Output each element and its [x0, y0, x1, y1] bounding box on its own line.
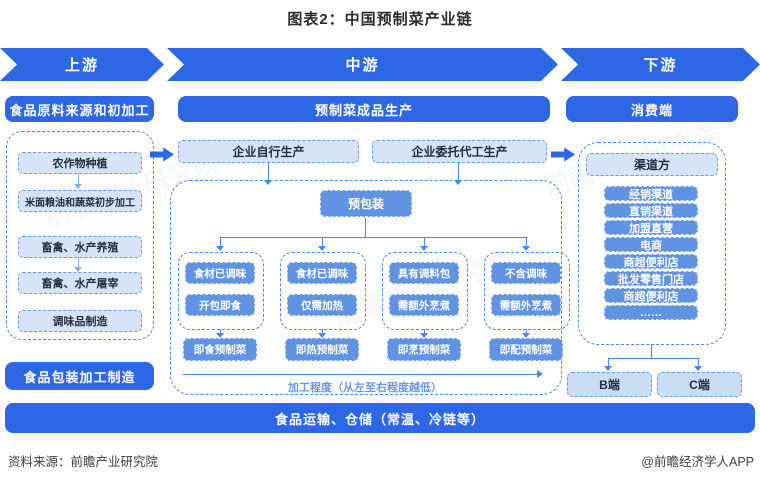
upstream-header: 食品原料来源和初加工	[5, 96, 154, 122]
category-attribute-box: 食材已调味	[185, 262, 255, 284]
connector-line	[608, 358, 698, 359]
upstream-chain-box: 畜禽、水产养殖	[18, 236, 142, 258]
connector-line	[322, 329, 323, 334]
arrow-down-icon	[522, 333, 530, 338]
channel-item: ……	[604, 305, 698, 320]
arrow-down-icon	[74, 267, 82, 272]
producer-box: 企业委托代工生产	[372, 140, 547, 163]
category-column	[178, 252, 264, 330]
connector-line	[220, 237, 221, 246]
arrow-down-icon	[454, 180, 462, 185]
arrow-down-icon	[420, 333, 428, 338]
banner-midstream: 中游	[167, 48, 558, 81]
banner-upstream: 上游	[0, 48, 164, 81]
channel-item: 加盟直营	[604, 220, 698, 235]
arrow-down-icon	[522, 246, 530, 251]
downstream-group	[578, 142, 726, 345]
b-end-box: B端	[567, 372, 652, 397]
arrow-down-icon	[216, 246, 224, 251]
connector-line	[78, 173, 79, 184]
category-attribute-box: 需额外烹煮	[389, 294, 459, 316]
connector-line	[651, 344, 652, 358]
arrow-right-icon	[537, 370, 543, 378]
degree-label: 加工程度（从左至右程度越低）	[288, 382, 442, 394]
arrow-down-icon	[216, 333, 224, 338]
channel-header-box: 渠道方	[586, 153, 718, 176]
category-result-box: 即食预制菜	[183, 338, 257, 361]
page-title: 图表2：中国预制菜产业链	[287, 11, 473, 28]
category-attribute-box: 不含调味	[491, 262, 561, 284]
connector-line	[608, 358, 609, 366]
downstream-header: 消费端	[566, 96, 738, 122]
category-attribute-box: 开包即食	[185, 294, 255, 316]
arrow-right-icon	[551, 147, 575, 162]
upstream-chain-box: 畜禽、水产屠宰	[18, 272, 142, 294]
category-result-box: 即热预制菜	[285, 338, 359, 361]
prepack-box: 预包装	[320, 190, 412, 217]
upstream-chain-box: 米面粮油和蔬菜初步加工	[18, 190, 142, 212]
banner-downstream: 下游	[561, 48, 760, 81]
connector-line	[698, 358, 699, 366]
logistics-banner: 食品运输、仓储（常温、冷链等）	[5, 403, 755, 433]
category-attribute-box: 需额外烹煮	[491, 294, 561, 316]
arrow-down-icon	[318, 333, 326, 338]
connector-line	[424, 329, 425, 334]
category-attribute-box: 食材已调味	[287, 262, 357, 284]
channel-item: 商超便利店	[604, 288, 698, 303]
arrow-down-icon	[420, 246, 428, 251]
upstream-chain-box: 调味品制造	[18, 310, 142, 332]
arrow-down-icon	[74, 184, 82, 189]
upstream-chain-box: 农作物种植	[18, 152, 142, 174]
connector-line	[365, 218, 366, 237]
source-note: 资料来源：前瞻产业研究院	[8, 455, 159, 469]
category-column	[484, 252, 570, 330]
connector-line	[220, 329, 221, 334]
arrow-down-icon	[264, 180, 272, 185]
channel-item: 商超便利店	[604, 254, 698, 269]
arrow-down-icon	[318, 246, 326, 251]
arrow-down-icon	[694, 366, 702, 371]
connector-line	[220, 237, 526, 238]
category-column	[280, 252, 366, 330]
producer-box: 企业自行生产	[178, 140, 359, 163]
category-result-box: 即烹预制菜	[387, 338, 461, 361]
midstream-group	[170, 180, 562, 395]
connector-line	[268, 162, 269, 180]
channel-item: 批发零售门店	[604, 271, 698, 286]
connector-line	[526, 329, 527, 334]
category-attribute-box: 具有调料包	[389, 262, 459, 284]
c-end-box: C端	[657, 372, 742, 397]
midstream-header: 预制菜成品生产	[178, 96, 550, 122]
connector-line	[424, 237, 425, 246]
channel-item: 直销渠道	[604, 203, 698, 218]
channel-item: 经销渠道	[604, 186, 698, 201]
upstream-packaging: 食品包装加工制造	[5, 362, 154, 390]
connector-line	[78, 257, 79, 267]
connector-line	[322, 237, 323, 246]
category-attribute-box: 仅需加热	[287, 294, 357, 316]
arrow-down-icon	[604, 366, 612, 371]
channel-item: 电商	[604, 237, 698, 252]
upstream-group	[6, 131, 154, 340]
connector-line	[458, 162, 459, 180]
category-column	[382, 252, 468, 330]
degree-arrow-line	[183, 374, 537, 375]
credit-note: @前瞻经济学人APP	[641, 455, 754, 469]
connector-line	[526, 237, 527, 246]
category-result-box: 即配预制菜	[489, 338, 563, 361]
